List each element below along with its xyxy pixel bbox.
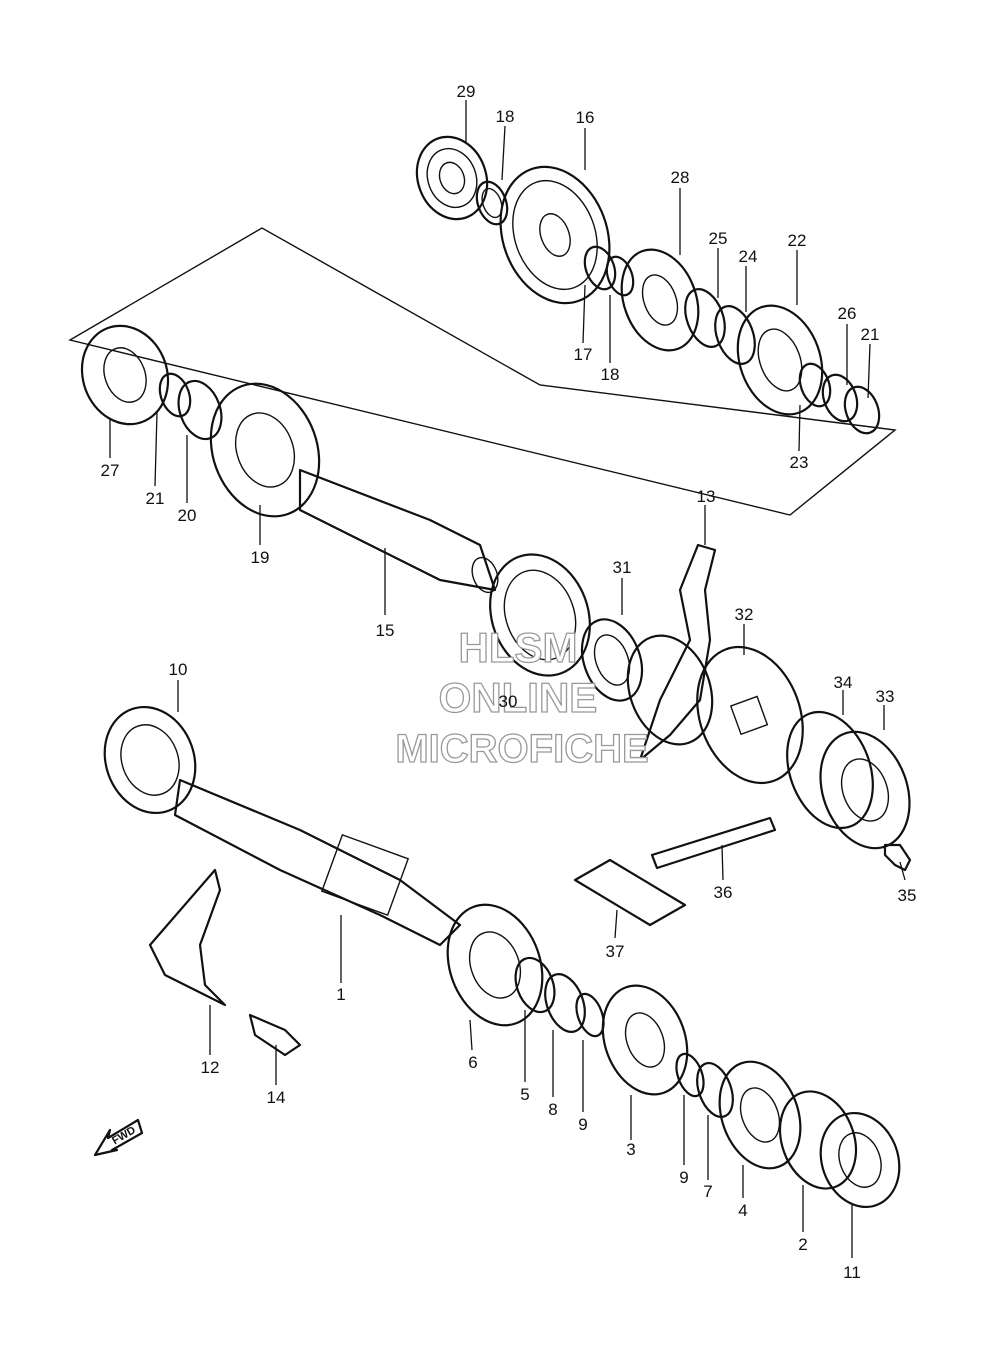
bushing-5 bbox=[514, 956, 556, 1014]
callout-26: 26 bbox=[838, 304, 857, 323]
gear-4 bbox=[718, 1060, 802, 1170]
bearing-29 bbox=[415, 135, 489, 221]
callout-5: 5 bbox=[520, 1085, 529, 1104]
callout-3: 3 bbox=[626, 1140, 635, 1159]
fwd-arrow: FWD bbox=[93, 1118, 144, 1157]
callout-19: 19 bbox=[251, 548, 270, 567]
callout-6: 6 bbox=[468, 1053, 477, 1072]
gear-28 bbox=[620, 248, 700, 352]
callout-11: 11 bbox=[843, 1263, 861, 1282]
retainer-plate-13 bbox=[626, 543, 717, 762]
oil-seal-31 bbox=[580, 618, 644, 702]
bearing-30 bbox=[489, 553, 591, 677]
mainshaft-1 bbox=[173, 778, 462, 947]
callout-2: 2 bbox=[798, 1235, 807, 1254]
callout-22: 22 bbox=[788, 231, 807, 250]
callout-12: 12 bbox=[201, 1058, 220, 1077]
callout-37: 37 bbox=[606, 942, 625, 961]
circlip-9-lower bbox=[675, 1052, 705, 1098]
bolt-14 bbox=[248, 1013, 302, 1057]
bolt-35 bbox=[883, 843, 912, 872]
gear-19 bbox=[209, 382, 321, 518]
bushing-23 bbox=[798, 362, 832, 408]
callout-9-lower: 9 bbox=[679, 1168, 688, 1187]
washer-25 bbox=[684, 288, 726, 348]
washer-18-lower bbox=[605, 255, 635, 297]
callout-4: 4 bbox=[738, 1201, 747, 1220]
callout-32: 32 bbox=[735, 605, 754, 624]
washer-24 bbox=[714, 305, 756, 365]
group-outline bbox=[68, 227, 897, 516]
callout-10: 10 bbox=[169, 660, 188, 679]
callout-7: 7 bbox=[703, 1182, 712, 1201]
hub-33 bbox=[819, 730, 911, 850]
bearing-10 bbox=[103, 705, 197, 815]
callout-16: 16 bbox=[576, 108, 595, 127]
circlip-21-left bbox=[158, 372, 192, 418]
gear-6 bbox=[446, 903, 544, 1027]
callout-13: 13 bbox=[697, 487, 716, 506]
washer-7 bbox=[696, 1062, 734, 1118]
callout-25: 25 bbox=[709, 229, 728, 248]
callout-18-upper: 18 bbox=[496, 107, 515, 126]
callout-33: 33 bbox=[876, 687, 895, 706]
callout-18-lower: 18 bbox=[601, 365, 620, 384]
bushing-17 bbox=[583, 245, 617, 291]
callout-9-upper: 9 bbox=[578, 1115, 587, 1134]
callout-29: 29 bbox=[457, 82, 476, 101]
callout-23: 23 bbox=[790, 453, 809, 472]
gear-2 bbox=[778, 1090, 858, 1190]
gear-16 bbox=[499, 165, 611, 305]
callout-24: 24 bbox=[739, 247, 758, 266]
damper-34 bbox=[786, 710, 874, 830]
callout-21-right: 21 bbox=[861, 325, 880, 344]
countershaft-15 bbox=[298, 468, 499, 594]
callout-1: 1 bbox=[336, 985, 345, 1004]
washer-26 bbox=[821, 373, 859, 423]
chain-joint-37 bbox=[573, 858, 687, 927]
washer-18-upper bbox=[475, 180, 509, 226]
callout-labels: 29 18 16 28 25 24 22 17 18 26 21 23 27 2… bbox=[101, 82, 917, 1282]
washer-8 bbox=[544, 973, 586, 1033]
callout-34: 34 bbox=[834, 673, 853, 692]
chain-36 bbox=[650, 816, 777, 870]
callout-31: 31 bbox=[613, 558, 632, 577]
sprocket-32 bbox=[696, 645, 804, 785]
callout-28: 28 bbox=[671, 168, 690, 187]
watermark: HLSM ONLINE MICROFICHE bbox=[395, 623, 650, 771]
circlip-21-right bbox=[843, 385, 881, 435]
circlip-9-upper bbox=[575, 992, 605, 1038]
callout-8: 8 bbox=[548, 1100, 557, 1119]
bearing-11 bbox=[819, 1111, 901, 1209]
callout-30: 30 bbox=[499, 692, 518, 711]
callout-20: 20 bbox=[178, 506, 197, 525]
gear-27 bbox=[80, 324, 170, 426]
callout-36: 36 bbox=[714, 883, 733, 902]
watermark-line1: HLSM bbox=[459, 624, 578, 671]
gear-3 bbox=[601, 984, 689, 1096]
watermark-line2: ONLINE bbox=[439, 674, 598, 721]
callout-17: 17 bbox=[574, 345, 593, 364]
bushing-20 bbox=[177, 379, 223, 441]
gear-22 bbox=[736, 304, 824, 416]
leader-lines bbox=[109, 100, 906, 1258]
callout-14: 14 bbox=[267, 1088, 286, 1107]
callout-35: 35 bbox=[898, 886, 917, 905]
callout-15: 15 bbox=[376, 621, 395, 640]
callout-27: 27 bbox=[101, 461, 120, 480]
callout-21-left: 21 bbox=[146, 489, 165, 508]
watermark-line3: MICROFICHE bbox=[395, 727, 648, 771]
plate-12 bbox=[148, 868, 227, 1007]
